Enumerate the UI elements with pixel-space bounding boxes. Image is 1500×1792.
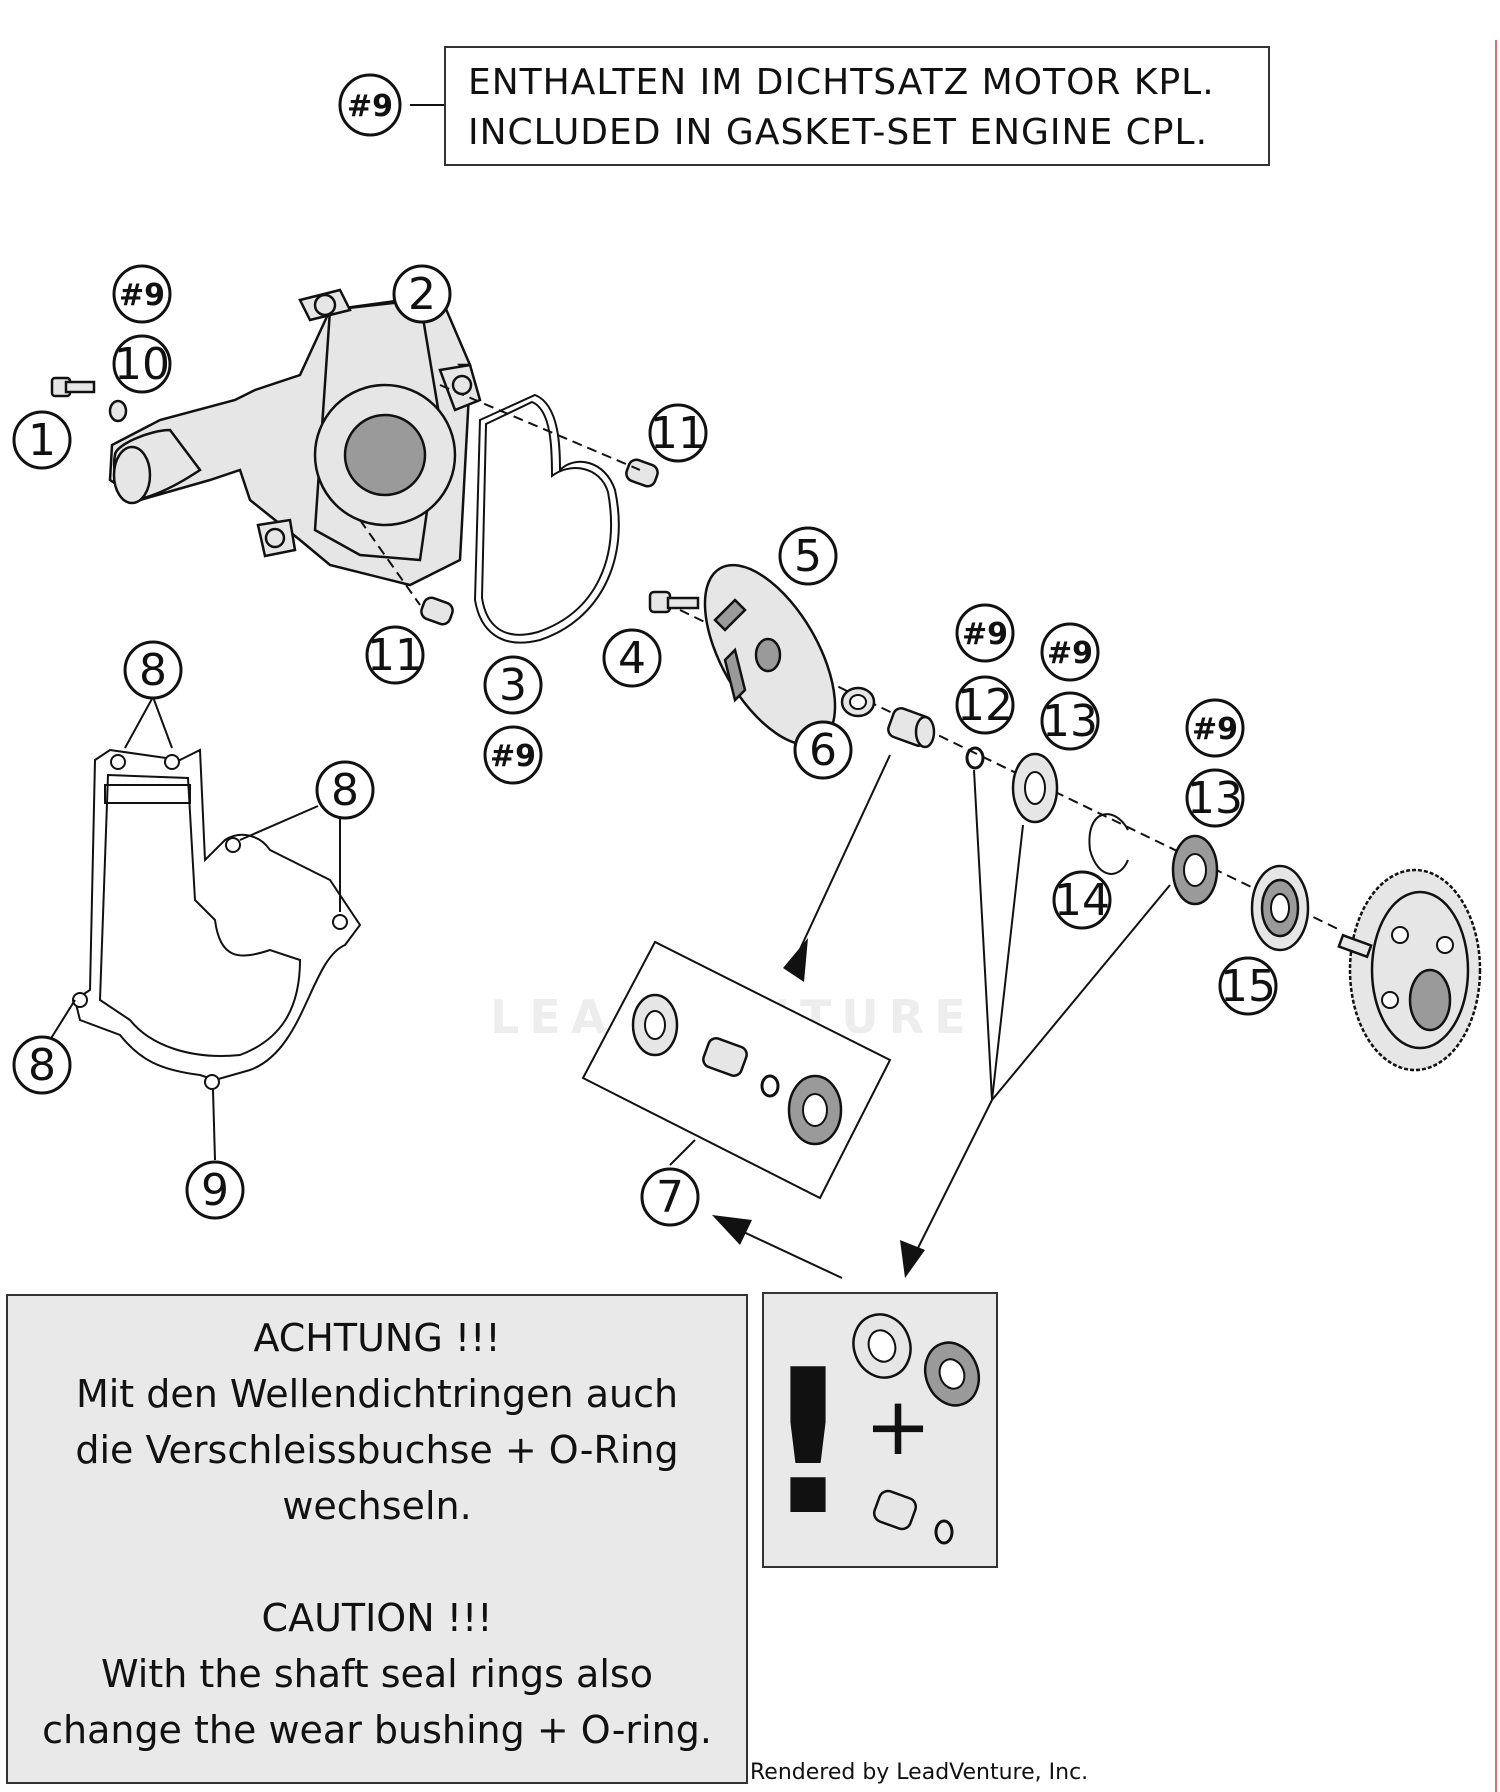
svg-text:#9: #9 [1047,636,1093,671]
shaft-seal-ring-1 [1011,752,1059,824]
callout-10: 10 [112,334,172,394]
dowel-pin-lower [420,596,454,626]
caution-de-line1: Mit den Wellendichtringen auch [75,1372,679,1416]
caution-de-line3: wechseln. [282,1484,472,1528]
callout-14: 14 [1052,870,1112,930]
gasket-set-note: ENTHALTEN IM DICHTSATZ MOTOR KPL. INCLUD… [444,46,1270,166]
water-pump-gear [1337,868,1482,1072]
callout-15: 15 [1218,956,1278,1016]
callout-1: 1 [12,410,72,470]
caution-de-line2: die Verschleissbuchse + O-Ring [75,1428,679,1472]
impeller [703,563,837,747]
callout-8-left: 8 [12,1035,72,1095]
callout-6: 6 [793,720,853,780]
replace-together-illustration: ! + [762,1313,981,1560]
arrow-head-kit [783,938,808,982]
callout-13-first: 13 [1040,691,1100,751]
dowel-pin-upper [625,458,659,488]
svg-text:15: 15 [1220,961,1276,1012]
wear-bushing [887,707,936,749]
o-ring-icon [934,1519,954,1545]
svg-text:13: 13 [1042,696,1098,747]
callout-12: 12 [955,675,1015,735]
caution-en-line2: change the wear bushing + O-ring. [42,1708,712,1752]
circlip [1088,813,1129,875]
caution-en-title: CAUTION !!! [261,1596,493,1640]
replace-together-panel: ! + [762,1292,998,1568]
gasket-set-note-en: INCLUDED IN GASKET-SET ENGINE CPL. [468,112,1209,153]
svg-text:1: 1 [28,415,56,466]
callout-5: 5 [778,526,838,586]
callout-9: 9 [185,1160,245,1220]
callout-3: 3 [483,655,543,715]
svg-text:#9: #9 [119,278,165,313]
callout-8-top: 8 [123,640,183,700]
svg-text:4: 4 [618,633,646,684]
callout-11-upper: 11 [648,403,708,463]
svg-text:3: 3 [499,660,527,711]
svg-text:5: 5 [794,531,822,582]
callout-4: 4 [602,628,662,688]
render-credit: Rendered by LeadVenture, Inc. [750,1760,1089,1785]
callout-7: 7 [640,1167,700,1227]
svg-text:#9: #9 [347,89,393,124]
svg-text:7: 7 [656,1172,684,1223]
svg-text:2: 2 [408,269,436,320]
shaft-seal-ring-2 [1171,834,1219,906]
callout-kit-13-first: #9 [1040,622,1100,682]
arrow-head-seven [712,1215,752,1245]
callout-kit-13-second: #9 [1185,698,1245,758]
callout-11-lower: 11 [365,625,425,685]
svg-text:#9: #9 [490,739,536,774]
bushing-icon [872,1489,918,1531]
svg-text:10: 10 [114,339,170,390]
housing-seal-gasket [73,748,362,1082]
callout-kit-10: #9 [112,264,172,324]
svg-text:#9: #9 [962,617,1008,652]
callout-kit-3: #9 [483,725,543,785]
o-ring [965,746,985,770]
ball-bearing [1250,864,1310,952]
gasket-set-note-de: ENTHALTEN IM DICHTSATZ MOTOR KPL. [468,62,1215,103]
callout-13-second: 13 [1185,768,1245,828]
caution-spacer [8,1534,746,1590]
caution-en-line1: With the shaft seal rings also [101,1652,653,1696]
svg-text:8: 8 [28,1040,56,1091]
svg-text:11: 11 [367,630,423,681]
svg-text:9: 9 [201,1165,229,1216]
caution-de-title: ACHTUNG !!! [253,1316,501,1360]
bolt-washer [108,399,128,423]
callout-2: 2 [392,264,452,324]
svg-text:12: 12 [957,680,1013,731]
impeller-bolt [648,590,700,614]
header-kit-badge: #9 [338,73,402,137]
svg-text:13: 13 [1187,773,1243,824]
seal-kit-outline [581,940,892,1200]
callout-kit-12: #9 [955,603,1015,663]
pump-housing [108,288,482,587]
housing-bolt [50,376,96,398]
svg-text:11: 11 [650,408,706,459]
callout-8-right: 8 [315,760,375,820]
impeller-washer [840,686,876,718]
caution-note: ACHTUNG !!! Mit den Wellendichtringen au… [6,1294,748,1784]
plus-sign: + [864,1380,931,1473]
exclamation-mark: ! [764,1327,854,1560]
svg-text:6: 6 [809,725,837,776]
svg-text:8: 8 [331,765,359,816]
svg-text:#9: #9 [1192,712,1238,747]
pump-cover-gasket [473,393,620,644]
arrow-head-warning [900,1240,925,1278]
svg-text:8: 8 [139,645,167,696]
svg-text:14: 14 [1054,875,1110,926]
